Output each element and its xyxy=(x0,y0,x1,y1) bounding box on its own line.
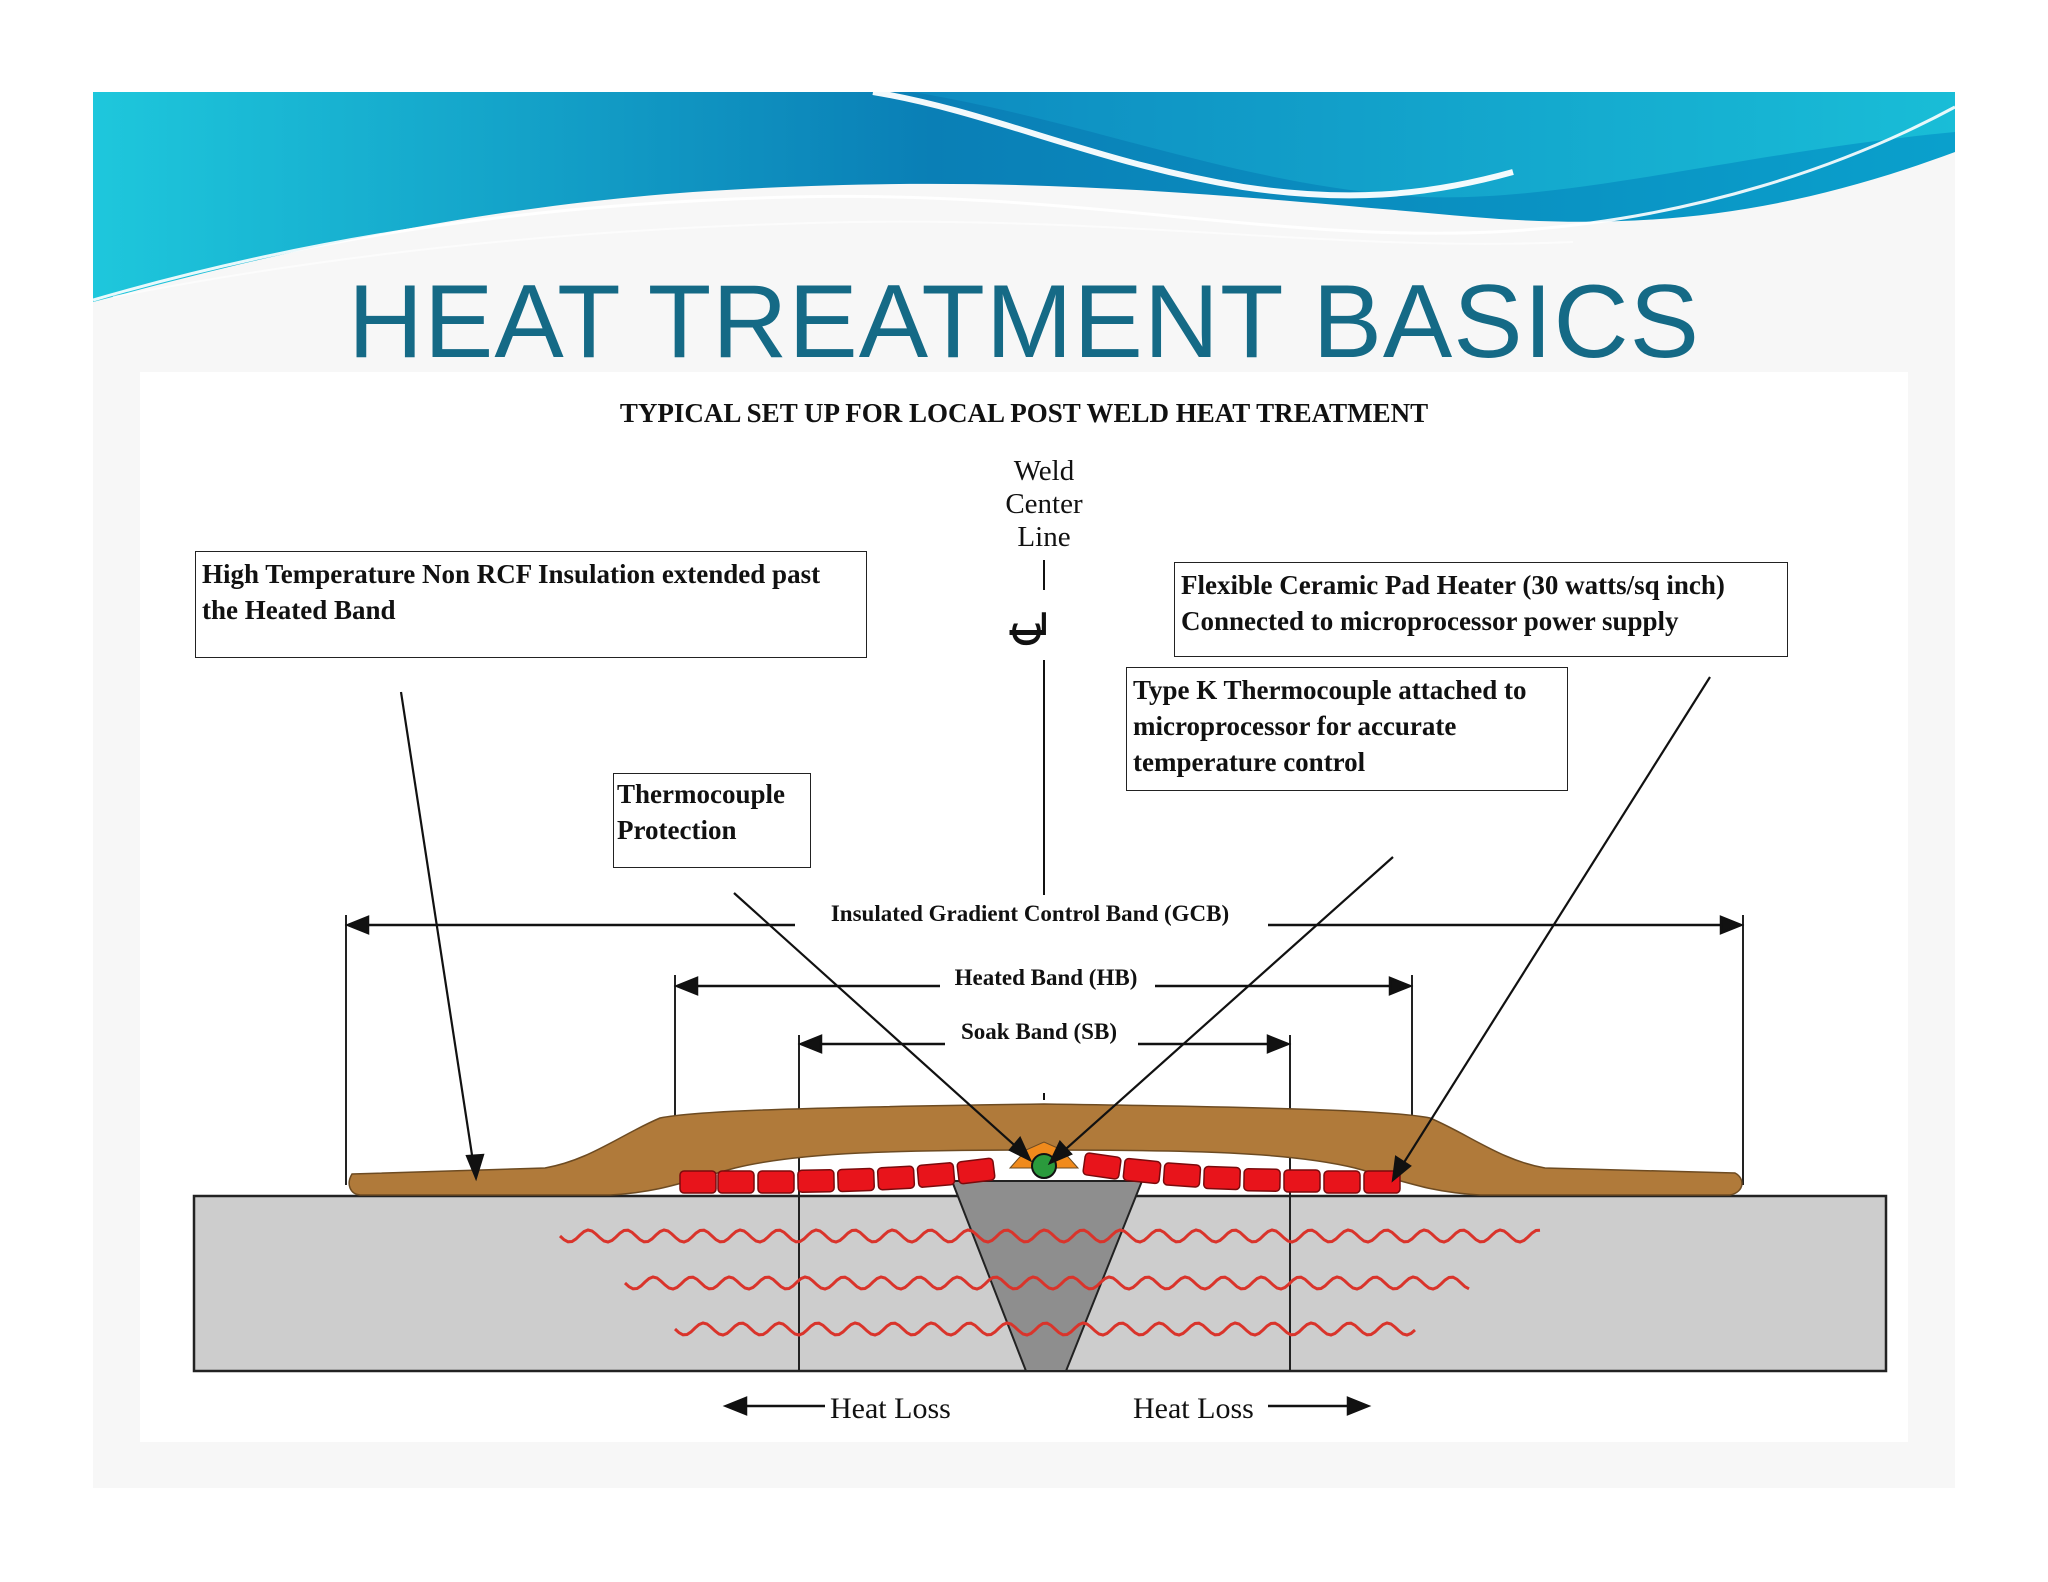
heater-pad xyxy=(717,1170,755,1194)
pad-heater-callout-line-1: Flexible Ceramic Pad Heater (30 watts/sq… xyxy=(1181,570,1725,600)
thermocouple-callout-line-3: temperature control xyxy=(1133,747,1366,777)
pad-heater-leader xyxy=(1397,676,1711,1173)
insulation-callout-line-2: the Heated Band xyxy=(202,595,396,625)
ceramic-heater-pads xyxy=(679,1152,1401,1194)
insulation-callout-line-1: High Temperature Non RCF Insulation exte… xyxy=(202,559,821,589)
thermocouple-callout: Type K Thermocouple attached to micropro… xyxy=(1126,667,1568,791)
gcb-label: Insulated Gradient Control Band (GCB) xyxy=(831,901,1229,926)
heater-pad xyxy=(679,1170,717,1194)
heater-pad xyxy=(1122,1157,1162,1185)
thermocouple-callout-line-2: microprocessor for accurate xyxy=(1133,711,1457,741)
weld-center-line-label-3: Line xyxy=(1017,521,1070,553)
heater-pad xyxy=(1203,1165,1241,1191)
heater-pad xyxy=(1243,1168,1281,1192)
header-wave-banner xyxy=(93,92,1955,302)
thermocouple-callout-line-1: Type K Thermocouple attached to xyxy=(1133,675,1527,705)
weld-center-line-label-1: Weld xyxy=(1014,455,1075,487)
sb-label: Soak Band (SB) xyxy=(961,1019,1117,1044)
heater-pad xyxy=(1082,1152,1122,1180)
heat-loss-left-label: Heat Loss xyxy=(830,1392,951,1425)
tc-protection-callout: Thermocouple Protection xyxy=(613,773,811,868)
weld-bead xyxy=(950,1180,1144,1372)
insulation-callout: High Temperature Non RCF Insulation exte… xyxy=(195,551,867,658)
slide-title: HEAT TREATMENT BASICS xyxy=(347,264,1701,380)
heater-pad xyxy=(916,1162,956,1188)
diagram-title: TYPICAL SET UP FOR LOCAL POST WELD HEAT … xyxy=(619,398,1429,428)
heater-pad xyxy=(1363,1170,1401,1194)
pad-heater-callout: Flexible Ceramic Pad Heater (30 watts/sq… xyxy=(1174,562,1788,657)
heater-pad xyxy=(956,1157,996,1185)
heater-pad xyxy=(837,1167,875,1193)
heater-pad xyxy=(1283,1169,1321,1193)
weld-center-line-label-2: Center xyxy=(1005,488,1083,520)
tc-protection-callout-line-1: Thermocouple xyxy=(617,779,785,809)
insulation-leader xyxy=(399,691,476,1169)
tc-protection-leader xyxy=(733,892,1023,1153)
thermocouple-junction xyxy=(1031,1153,1057,1179)
tc-protection-callout-line-2: Protection xyxy=(617,815,737,845)
centerline-symbol-icon: ℄ xyxy=(1001,612,1057,646)
heater-pad xyxy=(757,1170,795,1194)
pad-heater-callout-line-2: Connected to microprocessor power supply xyxy=(1181,606,1679,636)
heater-pad xyxy=(1323,1170,1361,1194)
thermocouple-leader xyxy=(1057,856,1394,1157)
hb-label: Heated Band (HB) xyxy=(955,965,1138,990)
heater-pad xyxy=(876,1165,916,1191)
heat-waves xyxy=(558,1228,1541,1337)
heat-loss-right-label: Heat Loss xyxy=(1133,1392,1254,1425)
heater-pad xyxy=(1162,1162,1202,1188)
heater-pad xyxy=(797,1169,835,1193)
